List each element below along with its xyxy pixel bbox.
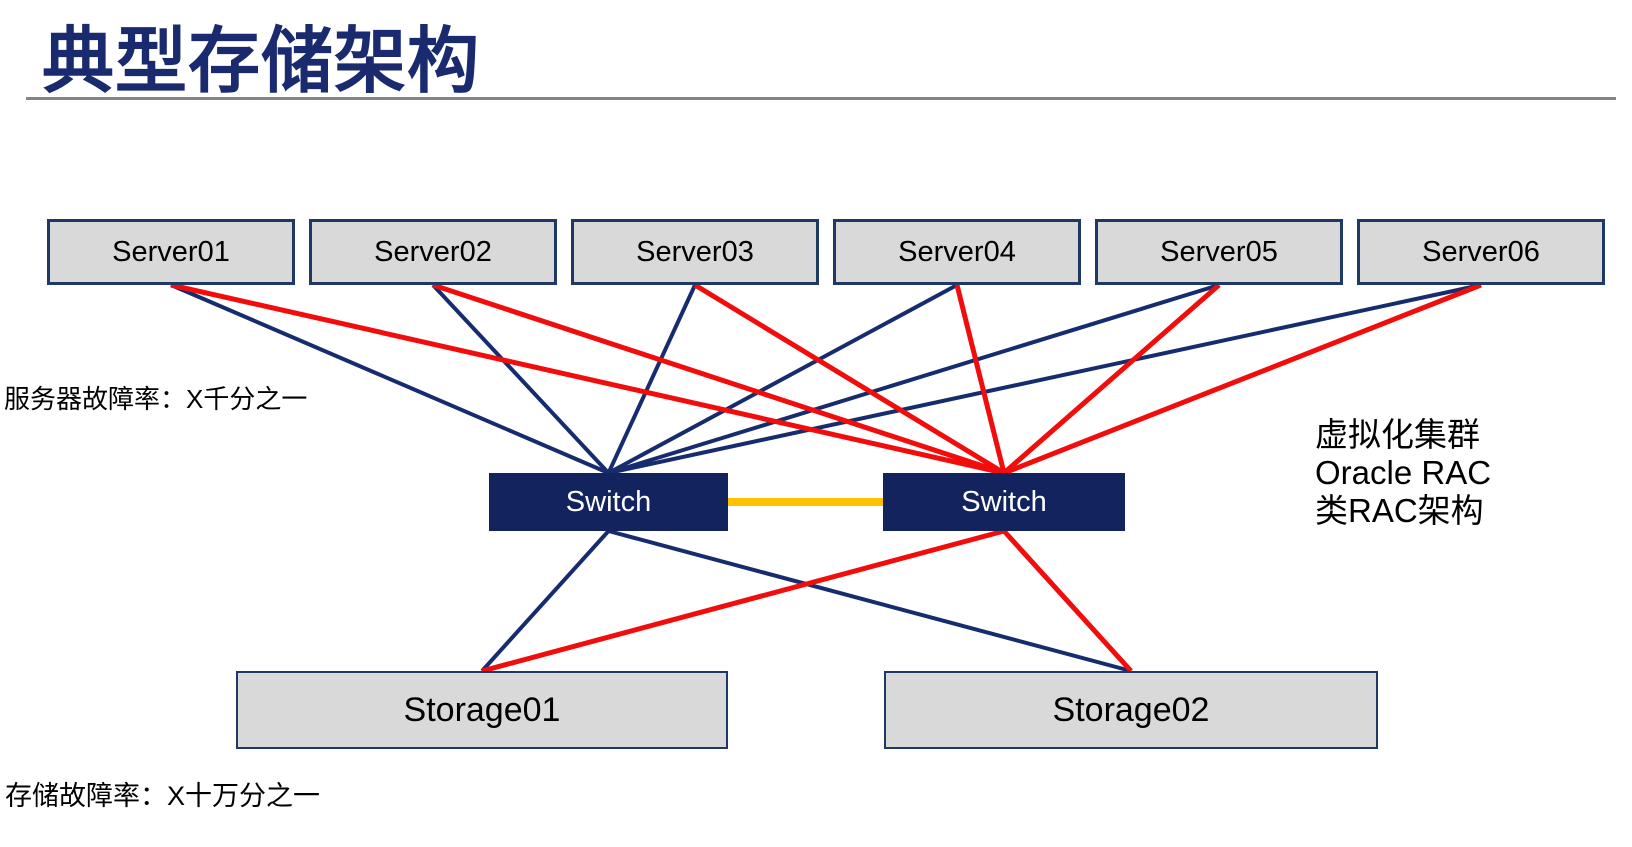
edge-server-3-switch-2 — [693, 282, 1006, 476]
edge-server-2-switch-1 — [431, 283, 610, 475]
server-failure-note: 服务器故障率：X千分之一 — [4, 384, 308, 414]
edge-switch-2-storage-1 — [481, 528, 1005, 674]
edge-switch-1-storage-1 — [480, 529, 610, 673]
edge-server-3-switch-1 — [606, 284, 697, 474]
edge-server-6-switch-1 — [608, 283, 1482, 475]
server03-node: Server03 — [571, 219, 819, 285]
title-divider — [26, 97, 1616, 100]
storage01-node: Storage01 — [236, 671, 728, 749]
server04-node: Server04 — [833, 219, 1081, 285]
annotation-line-1: 虚拟化集群 — [1315, 416, 1480, 453]
edge-server-5-switch-1 — [607, 283, 1220, 475]
edge-switch-1-storage-2 — [607, 529, 1132, 673]
server01-node: Server01 — [47, 219, 295, 285]
edge-server-5-switch-2 — [1002, 283, 1221, 475]
storage02-node: Storage02 — [884, 671, 1378, 749]
annotation-line-2: Oracle RAC — [1315, 454, 1492, 491]
edge-server-4-switch-2 — [954, 284, 1007, 474]
edge-server-1-switch-2 — [170, 282, 1005, 476]
cluster-annotation: 虚拟化集群 Oracle RAC 类RAC架构 — [1315, 416, 1491, 530]
server02-node: Server02 — [309, 219, 557, 285]
page-title: 典型存储架构 — [42, 22, 481, 102]
edge-switch-2-storage-2 — [1002, 529, 1133, 673]
switch-left-node: Switch — [489, 473, 728, 531]
storage-failure-note: 存储故障率：X十万分之一 — [5, 781, 321, 811]
edge-server-6-switch-2 — [1003, 282, 1482, 476]
annotation-line-3: 类RAC架构 — [1315, 492, 1484, 529]
server06-node: Server06 — [1357, 219, 1605, 285]
edge-server-4-switch-1 — [607, 283, 958, 475]
edge-server-2-switch-2 — [432, 282, 1005, 476]
edge-server-1-switch-1 — [170, 283, 610, 475]
server05-node: Server05 — [1095, 219, 1343, 285]
switch-right-node: Switch — [883, 473, 1125, 531]
